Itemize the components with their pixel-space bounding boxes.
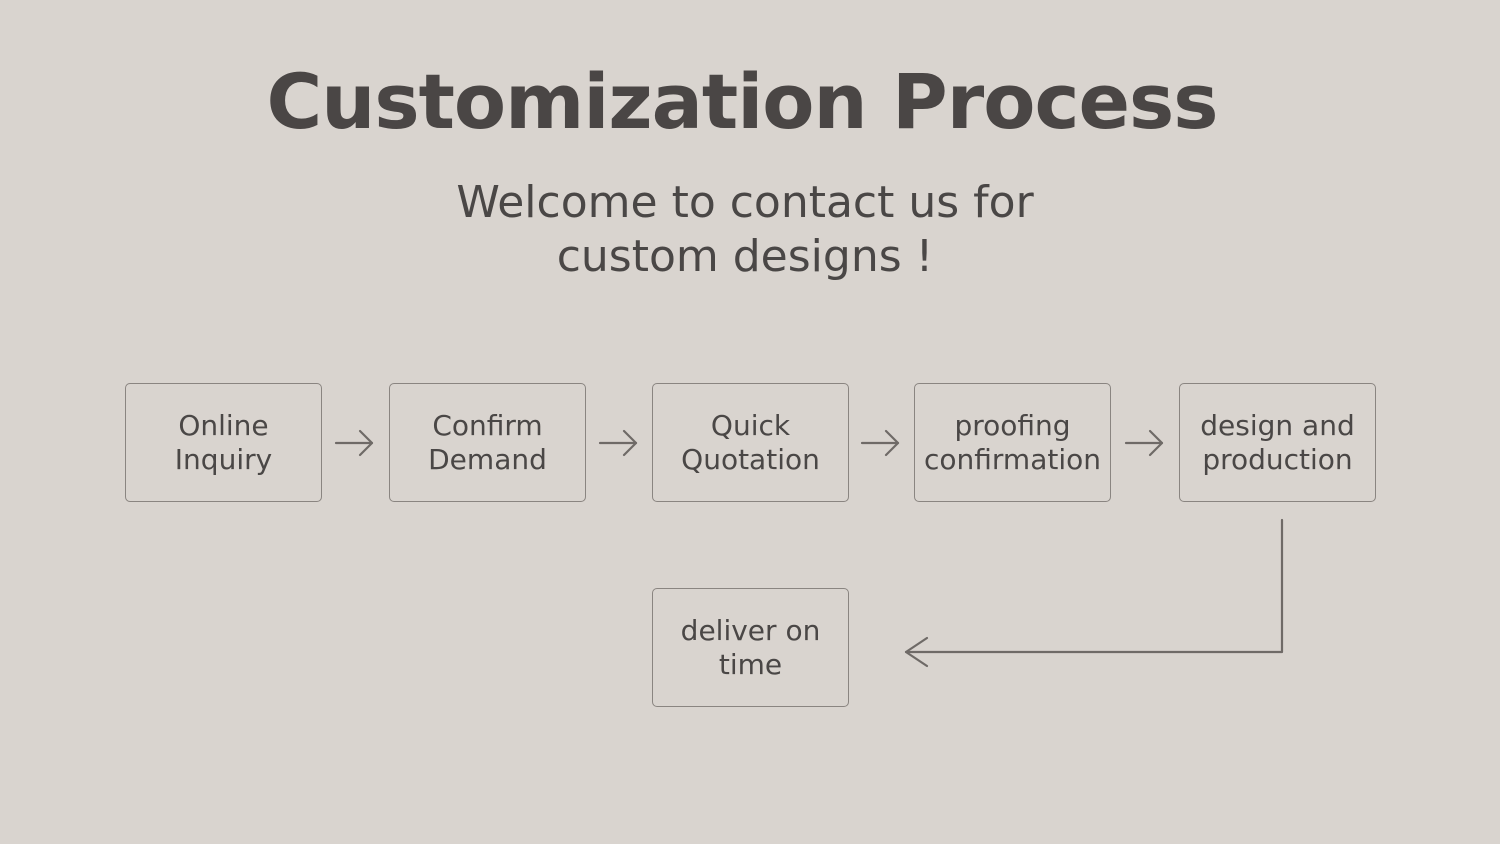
arrow-5-to-6 <box>904 518 1284 668</box>
step-label: design and production <box>1200 408 1355 476</box>
page-title: Customization Process <box>266 57 1218 146</box>
subtitle-line-2: custom designs ! <box>556 231 934 282</box>
step-label: deliver on time <box>680 613 821 681</box>
step-deliver-on-time: deliver on time <box>652 588 849 707</box>
step-quick-quotation: Quick Quotation <box>652 383 849 502</box>
subtitle: Welcome to contact us for custom designs… <box>445 176 1045 284</box>
arrow-4-to-5 <box>1124 429 1164 457</box>
step-label: Confirm Demand <box>428 408 547 476</box>
step-design-and-production: design and production <box>1179 383 1376 502</box>
step-label: Online Inquiry <box>174 408 273 476</box>
arrow-2-to-3 <box>598 429 638 457</box>
subtitle-line-1: Welcome to contact us for <box>456 177 1034 228</box>
step-label: Quick Quotation <box>681 408 820 476</box>
step-confirm-demand: Confirm Demand <box>389 383 586 502</box>
step-online-inquiry: Online Inquiry <box>125 383 322 502</box>
arrow-3-to-4 <box>860 429 900 457</box>
step-label: proofing confirmation <box>924 408 1101 476</box>
step-proofing-confirmation: proofing confirmation <box>914 383 1111 502</box>
arrow-1-to-2 <box>334 429 374 457</box>
